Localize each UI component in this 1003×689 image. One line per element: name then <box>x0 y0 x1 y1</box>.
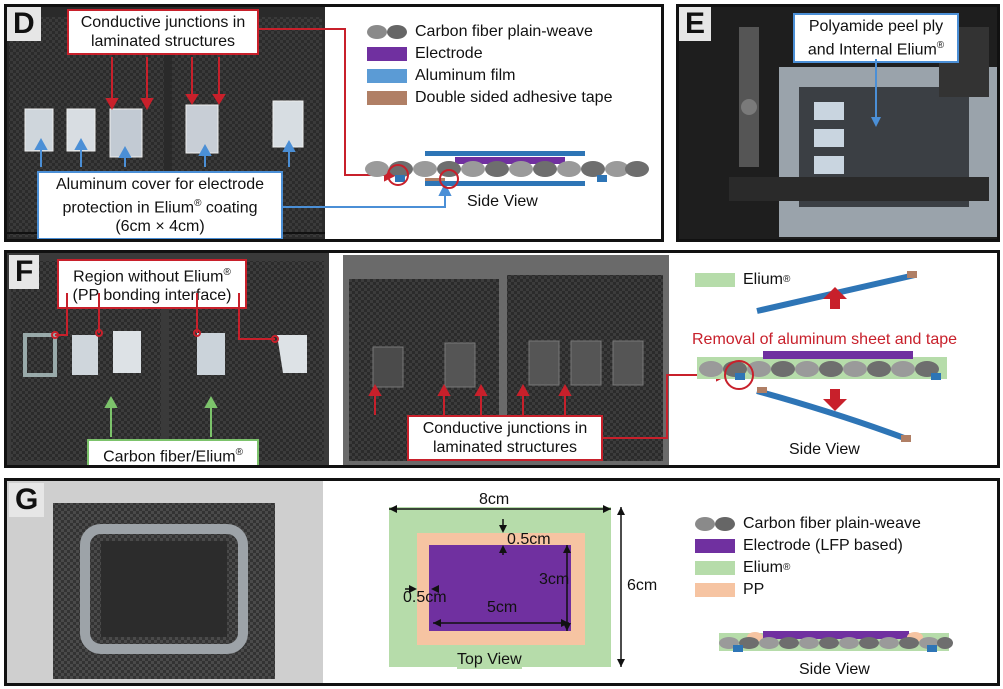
legend-f: Elium® <box>695 269 790 291</box>
legend-label: Electrode (LFP based) <box>743 537 903 554</box>
legend-item-elium: Elium® <box>695 269 790 291</box>
callout-line-1: Conductive junctions in <box>422 420 588 437</box>
callout-text: coating <box>205 199 258 217</box>
callout-carbon-fiber-elium: Carbon fiber/Elium® <box>87 439 259 466</box>
legend-d: Carbon fiber plain-weave Electrode Alumi… <box>367 21 612 109</box>
callout-line-2: laminated structures <box>432 439 578 456</box>
registered-mark: ® <box>936 40 945 51</box>
aluminum-swatch <box>367 69 407 83</box>
legend-item-elium: Elium® <box>695 557 921 579</box>
electrode-swatch <box>695 539 735 553</box>
legend-label: PP <box>743 581 765 598</box>
top-view-diagram <box>389 505 625 667</box>
callout-line-3: (6cm × 4cm) <box>115 218 205 236</box>
panel-f: Region without Elium® (PP bonding interf… <box>4 250 1000 468</box>
panel-e: Polyamide peel ply and Internal Elium® E <box>676 4 1000 242</box>
legend-label: Aluminum film <box>415 67 516 84</box>
registered-mark: ® <box>235 447 243 458</box>
callout-line-2: laminated structures <box>90 33 236 50</box>
dim-height-outer: 6cm <box>627 577 658 594</box>
elium-swatch <box>695 273 735 287</box>
registered-mark: ® <box>783 274 791 285</box>
callout-conductive-junctions-f: Conductive junctions in laminated struct… <box>407 415 603 461</box>
removal-label: Removal of aluminum sheet and tape <box>690 331 960 349</box>
dim-width-outer: 8cm <box>479 491 510 508</box>
callout-text: Carbon fiber/Elium <box>103 448 236 466</box>
callout-line-1: Polyamide peel ply <box>808 18 944 35</box>
g-photo-svg <box>53 503 275 679</box>
legend-item-aluminum: Aluminum film <box>367 65 612 87</box>
registered-mark: ® <box>783 562 791 573</box>
photo-g-sample <box>7 481 323 683</box>
vacuum-photo-svg <box>729 27 997 237</box>
side-view-diagram-g <box>719 631 953 652</box>
side-view-label-f: Side View <box>789 441 860 458</box>
legend-item-carbon-fiber: Carbon fiber plain-weave <box>367 21 612 43</box>
side-view-label-g: Side View <box>799 661 870 678</box>
legend-item-pp: PP <box>695 579 921 601</box>
legend-item-tape: Double sided adhesive tape <box>367 87 612 109</box>
top-view-label: Top View <box>457 651 522 669</box>
electrode-swatch <box>367 47 407 61</box>
legend-label: Elium <box>743 559 784 576</box>
panel-g: 8cm 0.5cm 3cm 6cm 0.5cm 5cm Top View Car… <box>4 478 1000 686</box>
side-view-diagram-d <box>365 151 649 189</box>
callout-line-1: Aluminum cover for electrode <box>55 176 265 193</box>
legend-g: Carbon fiber plain-weave Electrode (LFP … <box>695 513 921 601</box>
dim-height-inner: 3cm <box>539 571 570 588</box>
carbon-fiber-weave-icon <box>367 25 407 39</box>
legend-label: Carbon fiber plain-weave <box>415 23 593 40</box>
callout-conductive-junctions-d: Conductive junctions in laminated struct… <box>67 9 259 55</box>
callout-text: protection in Elium <box>62 199 195 217</box>
callout-line-1: Region without Elium® <box>65 263 239 286</box>
callout-line-1: Conductive junctions in <box>80 14 246 31</box>
callout-aluminum-cover: Aluminum cover for electrode protection … <box>37 171 283 239</box>
pp-swatch <box>695 583 735 597</box>
callout-line-2: protection in Elium® coating <box>45 194 275 217</box>
panel-label-f: F <box>9 255 40 289</box>
legend-label: Elium <box>743 271 784 288</box>
panel-d: Conductive junctions in laminated struct… <box>4 4 664 242</box>
panel-label-d: D <box>7 7 41 41</box>
registered-mark: ® <box>194 198 202 209</box>
callout-region-without-elium: Region without Elium® (PP bonding interf… <box>57 259 247 310</box>
legend-item-electrode: Electrode (LFP based) <box>695 535 921 557</box>
legend-item-electrode: Electrode <box>367 43 612 65</box>
removal-diagram-f <box>697 271 947 442</box>
legend-label: Double sided adhesive tape <box>415 89 613 106</box>
callout-line-2: and Internal Elium® <box>801 36 951 59</box>
dim-gap-top: 0.5cm <box>507 531 551 548</box>
tape-swatch <box>367 91 407 105</box>
panel-label-e: E <box>679 7 712 41</box>
callout-peel-ply: Polyamide peel ply and Internal Elium® <box>793 13 959 64</box>
registered-mark: ® <box>223 267 231 278</box>
dim-width-inner: 5cm <box>487 599 518 616</box>
legend-label: Electrode <box>415 45 483 62</box>
side-view-label-d: Side View <box>467 193 538 210</box>
carbon-fiber-weave-icon <box>695 517 735 531</box>
dim-gap-left: 0.5cm <box>403 589 447 606</box>
elium-swatch <box>695 561 735 575</box>
legend-label: Carbon fiber plain-weave <box>743 515 921 532</box>
callout-text: and Internal Elium <box>807 41 937 59</box>
callout-line-2: (PP bonding interface) <box>72 287 232 305</box>
legend-item-carbon-fiber: Carbon fiber plain-weave <box>695 513 921 535</box>
callout-text: Region without Elium <box>73 268 224 286</box>
panel-label-g: G <box>9 483 45 517</box>
